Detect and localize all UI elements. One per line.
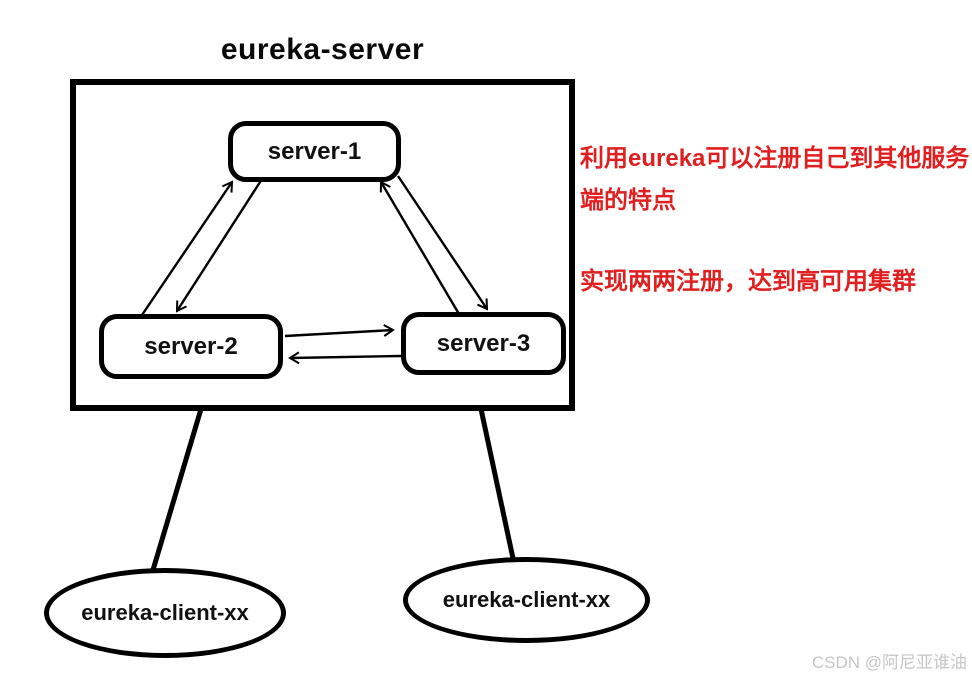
- edge-server2-to-server1: [141, 180, 234, 316]
- node-server-3: server-3: [401, 312, 566, 375]
- annotation-line-2: 端的特点: [580, 187, 676, 214]
- node-eureka-client-left: eureka-client-xx: [44, 568, 286, 658]
- edge-server2-to-server3: [284, 324, 395, 338]
- diagram-title: eureka-server: [220, 33, 425, 66]
- annotation-line-1: 利用eureka可以注册自己到其他服务: [580, 145, 970, 172]
- eureka-server-boundary: [70, 79, 575, 411]
- edge-server1-to-server2: [175, 178, 264, 313]
- edge-server1-to-server3: [397, 175, 489, 311]
- edge-server3-to-server2: [288, 351, 402, 365]
- client-right-label: eureka-client-xx: [442, 587, 611, 612]
- csdn-watermark: CSDN @阿尼亚谁油: [811, 653, 967, 672]
- node-eureka-client-right: eureka-client-xx: [403, 557, 650, 643]
- server-1-label: server-1: [267, 137, 362, 165]
- client-left-label: eureka-client-xx: [81, 600, 249, 625]
- edge-cluster-to-client-left: [150, 408, 204, 571]
- server-2-label: server-2: [144, 332, 238, 360]
- node-server-2: server-2: [99, 314, 283, 379]
- node-server-1: server-1: [228, 121, 401, 182]
- edge-cluster-to-client-right: [478, 408, 517, 564]
- annotation-line-3: 实现两两注册，达到高可用集群: [580, 268, 916, 295]
- edge-server3-to-server1: [379, 180, 461, 315]
- server-3-label: server-3: [436, 329, 531, 357]
